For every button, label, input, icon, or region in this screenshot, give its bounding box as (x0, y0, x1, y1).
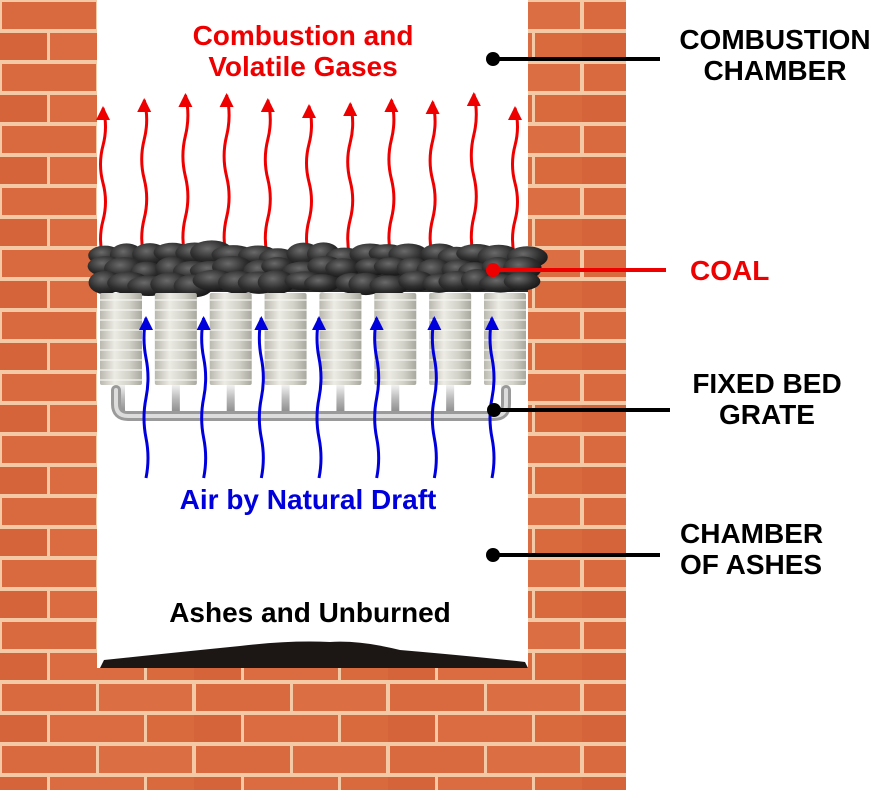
gas-arrow (96, 106, 110, 259)
grate-cylinder (319, 293, 362, 413)
coal-lump (503, 272, 541, 291)
gas-arrow (384, 98, 399, 259)
air-arrow (139, 316, 153, 479)
gas-arrow (508, 106, 522, 259)
coal-lump (304, 274, 340, 293)
leader-chamber-of-ashes (486, 548, 660, 562)
grate-cylinder (209, 293, 252, 413)
callout-chamber-of-ashes-line1: CHAMBER (680, 518, 824, 549)
air-arrow (369, 316, 384, 479)
callout-combustion-chamber: COMBUSTION CHAMBER (664, 24, 886, 87)
callout-fixed-bed-grate-line2: GRATE (719, 399, 815, 431)
callout-coal: COAL (690, 255, 770, 286)
callout-combustion-chamber-line1: COMBUSTION (679, 24, 871, 55)
leader-fixed-bed-grate (487, 403, 670, 417)
air-label: Air by Natural Draft (179, 484, 437, 515)
air-arrow (485, 316, 499, 479)
gases-label-line2: Volatile Gases (208, 51, 398, 83)
air-arrow (312, 316, 326, 479)
gas-arrow (178, 93, 193, 259)
gas-arrows (96, 92, 522, 259)
gas-arrow (260, 98, 275, 259)
gases-label: Combustion and Volatile Gases (170, 20, 436, 83)
leader-combustion-chamber (486, 52, 660, 66)
gas-arrow (343, 102, 358, 259)
callout-combustion-chamber-line2: CHAMBER (703, 55, 847, 87)
grate-cylinder (154, 293, 197, 413)
gas-arrow (466, 92, 481, 259)
coal-lump (257, 270, 296, 295)
air-arrow (427, 316, 442, 479)
ashes-label: Ashes and Unburned (169, 597, 451, 628)
air-arrows (139, 316, 499, 479)
leader-coal (486, 263, 666, 277)
gases-label-line1: Combustion and (192, 20, 414, 51)
grate-cylinder (264, 293, 307, 413)
callout-fixed-bed-grate-line1: FIXED BED (692, 368, 842, 399)
coal-layer (87, 240, 548, 298)
air-arrow (196, 316, 211, 479)
gas-arrow (302, 104, 316, 259)
callout-chamber-of-ashes: CHAMBER OF ASHES (680, 518, 850, 581)
ash-pile (100, 641, 528, 668)
gas-arrow (219, 93, 234, 259)
callout-fixed-bed-grate: FIXED BED GRATE (672, 368, 862, 431)
gas-arrow (425, 100, 440, 259)
air-arrow (254, 316, 269, 479)
gas-arrow (137, 98, 152, 259)
grate-cylinders (100, 293, 526, 413)
callout-chamber-of-ashes-line2: OF ASHES (680, 549, 823, 581)
